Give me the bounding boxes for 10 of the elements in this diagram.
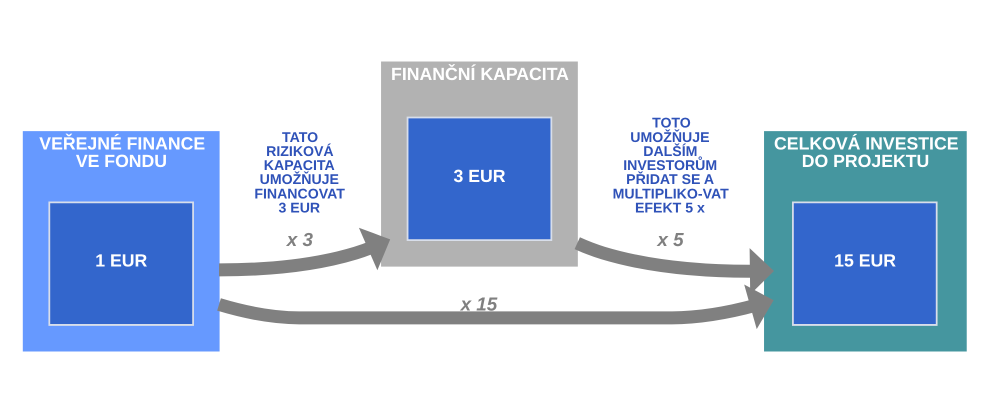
node-box: 1 EUR xyxy=(48,201,194,326)
edge-label: x 15 xyxy=(460,293,498,314)
edge-label: x 5 xyxy=(657,228,684,250)
node-box: 3 EUR xyxy=(406,116,552,240)
label: TOTO UMOŽŇUJE DALŠÍM INVESTORŮM PŘIDAT SE A MULTIPLIKO-VAT EFEKT 5 x xyxy=(612,114,729,216)
edge-label: x 3 xyxy=(286,228,313,250)
arrow xyxy=(218,227,390,276)
arrow xyxy=(217,284,774,329)
label: TATO RIZIKOVÁ KAPACITA UMOŽŇUJE FINANCOVAT 3 EUR xyxy=(254,128,345,216)
node-box: 15 EUR xyxy=(792,201,938,326)
